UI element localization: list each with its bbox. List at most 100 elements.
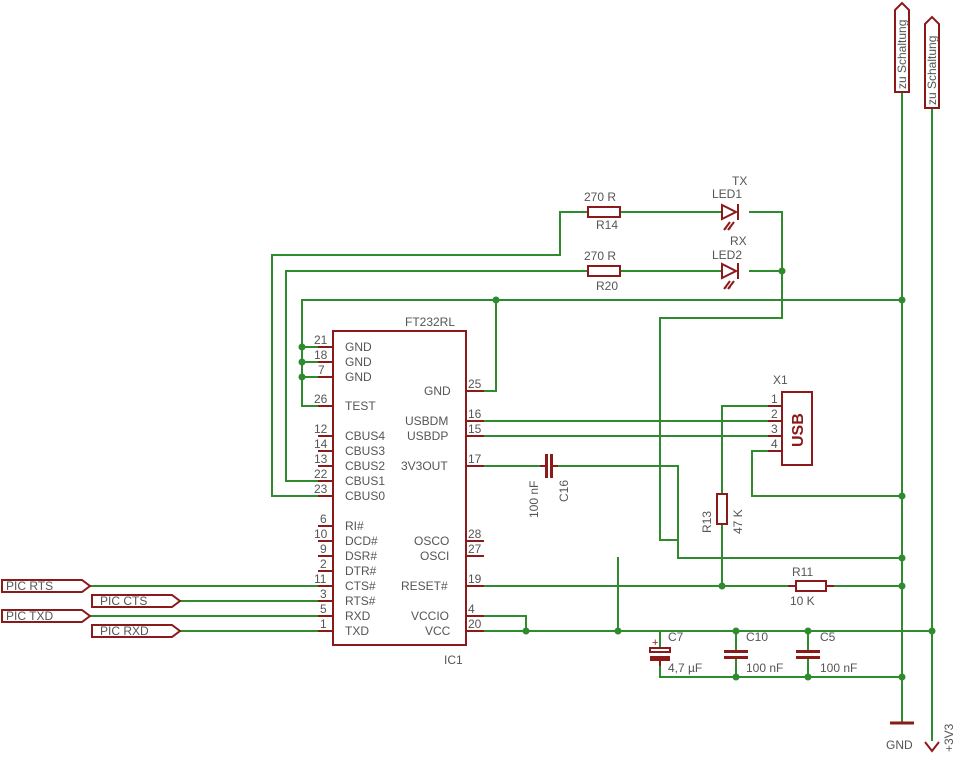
gnd-symbol: GND <box>886 721 914 752</box>
led2-value: RX <box>730 234 747 248</box>
pin-label: CBUS4 <box>345 429 385 443</box>
r13-value: 47 K <box>731 509 745 534</box>
pin-num: 1 <box>320 617 327 631</box>
zu2-label: zu Schaltung <box>925 36 939 105</box>
c16-name: C16 <box>557 480 571 502</box>
pic-cts-label: PIC CTS <box>100 594 147 608</box>
gnd-label: GND <box>886 738 913 752</box>
pin-num: 15 <box>468 422 482 436</box>
pin-num: 26 <box>314 392 328 406</box>
pin-label: DSR# <box>345 549 377 563</box>
led-led2: RX LED2 <box>712 234 747 290</box>
pic-rts-label: PIC RTS <box>6 579 53 593</box>
pin-num: 16 <box>468 407 482 421</box>
pin-label: TEST <box>345 399 376 413</box>
pin-num: 14 <box>314 437 328 451</box>
pin-num: 19 <box>468 572 482 586</box>
c7-plus: + <box>652 637 658 649</box>
pin-num: 3 <box>320 587 327 601</box>
junctions <box>298 267 936 681</box>
resistor-r11: R11 10 K <box>788 565 834 608</box>
pin-num: 12 <box>314 422 328 436</box>
zu1-label: zu Schaltung <box>895 20 909 89</box>
r14-name: R14 <box>596 218 618 232</box>
ic-ft232rl: FT232RL IC1 21 GND 18 GND 7 GND 26 TEST … <box>314 315 484 667</box>
port-pic-cts: PIC CTS <box>91 594 182 608</box>
pin-label: DTR# <box>345 564 377 578</box>
pin-num: 10 <box>314 527 328 541</box>
pin-label: CBUS3 <box>345 444 385 458</box>
port-pic-rts: PIC RTS <box>1 579 92 593</box>
pin-label: RESET# <box>401 579 448 593</box>
pin-num: 18 <box>314 348 328 362</box>
pic-rxd-label: PIC RXD <box>100 624 149 638</box>
r14-value: 270 R <box>584 190 616 204</box>
port-pic-rxd: PIC RXD <box>91 624 182 638</box>
resistor-r13: R13 47 K <box>700 493 745 534</box>
pin-label: GND <box>424 384 451 398</box>
pin-label: TXD <box>345 624 369 638</box>
pin-num: 20 <box>468 617 482 631</box>
pin-label: RXD <box>345 609 371 623</box>
pin-num: 11 <box>314 572 327 586</box>
c5-value: 100 nF <box>820 661 857 675</box>
x1-pin: 2 <box>771 407 778 421</box>
x1-pin: 3 <box>771 422 778 436</box>
pin-label: OSCI <box>420 549 449 563</box>
led-led1: TX LED1 <box>712 174 747 231</box>
wires <box>89 91 933 741</box>
c5-name: C5 <box>820 630 836 644</box>
pin-num: 7 <box>318 363 325 377</box>
r11-value: 10 K <box>790 594 815 608</box>
pin-num: 28 <box>468 527 482 541</box>
r20-value: 270 R <box>584 249 616 263</box>
resistor-r14: 270 R R14 <box>584 190 621 232</box>
capacitor-c5: C5 100 nF <box>796 630 857 675</box>
x1-name: X1 <box>773 373 788 387</box>
pin-label: GND <box>345 370 372 384</box>
r13-name: R13 <box>700 511 714 533</box>
r11-name: R11 <box>792 565 813 579</box>
pin-num: 5 <box>320 602 327 616</box>
c16-value: 100 nF <box>527 481 541 518</box>
pin-num: 13 <box>314 452 328 466</box>
port-pic-txd: PIC TXD <box>1 609 92 623</box>
pin-label: VCCIO <box>411 609 449 623</box>
c10-name: C10 <box>746 630 768 644</box>
pic-txd-label: PIC TXD <box>6 609 53 623</box>
x1-label: USB <box>790 413 807 447</box>
pin-num: 4 <box>468 602 475 616</box>
pin-num: 22 <box>314 467 328 481</box>
capacitor-c7: + C7 4,7 µF <box>649 630 702 675</box>
port-zu-schaltung-1: zu Schaltung <box>894 1 910 93</box>
pin-label: CTS# <box>345 579 376 593</box>
pin-num: 17 <box>468 452 482 466</box>
pin-num: 9 <box>320 542 327 556</box>
pin-num: 23 <box>314 482 328 496</box>
x1-pin: 4 <box>771 437 778 451</box>
pin-label: DCD# <box>345 534 378 548</box>
pin-num: 2 <box>320 557 327 571</box>
pin-num: 25 <box>468 377 482 391</box>
led1-value: TX <box>732 174 747 188</box>
pin-label: 3V3OUT <box>401 459 448 473</box>
r20-name: R20 <box>596 279 618 293</box>
pin-label: USBDP <box>407 429 448 443</box>
ic-value: FT232RL <box>405 315 455 329</box>
pin-num: 27 <box>468 542 482 556</box>
pin-label: USBDM <box>405 414 448 428</box>
led1-name: LED1 <box>712 187 742 201</box>
v33-label: +3V3 <box>942 723 956 752</box>
led2-name: LED2 <box>712 248 742 262</box>
pin-label: OSCO <box>414 534 449 548</box>
pin-label: RI# <box>345 519 364 533</box>
pin-label: CBUS0 <box>345 489 385 503</box>
capacitor-c10: C10 100 nF <box>724 630 783 675</box>
c7-name: C7 <box>668 630 684 644</box>
capacitor-c16: 100 nF C16 <box>527 454 571 518</box>
c7-value: 4,7 µF <box>668 661 702 675</box>
pin-label: GND <box>345 340 372 354</box>
x1-pin: 1 <box>771 392 778 406</box>
pin-label: VCC <box>425 624 451 638</box>
